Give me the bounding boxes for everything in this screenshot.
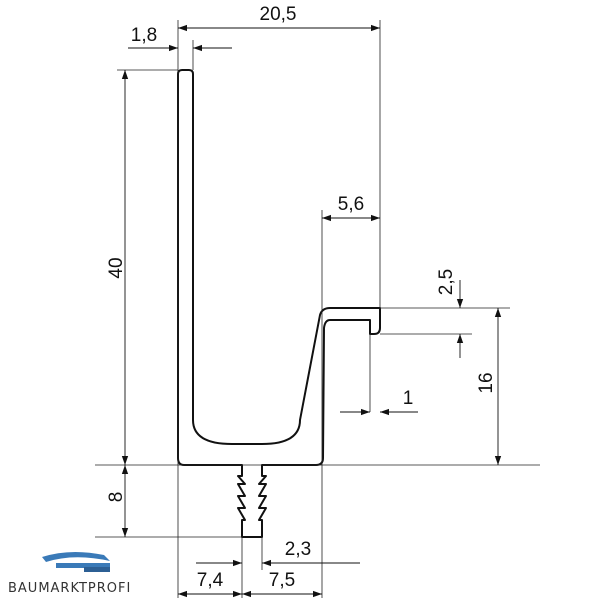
dimension-labels: 20,5 1,8 5,6 40 8 16 2,5 1 2,3 7,4 7,5 (106, 4, 497, 591)
dim-front-wall-label: 1 (403, 388, 414, 409)
dim-tongue-width-label: 2,3 (285, 539, 311, 560)
dim-tongue-offset-left-label: 7,4 (197, 570, 224, 591)
dim-lip-height-label: 2,5 (436, 269, 457, 295)
dimension-lines (121, 24, 502, 598)
brand-name: BAUMARKTPROFI (8, 581, 131, 596)
dim-tongue-offset-right-label: 7,5 (269, 570, 295, 591)
dim-front-height-label: 16 (476, 372, 497, 393)
dim-lip-width-label: 5,6 (338, 194, 364, 215)
logo-roof-icon (42, 551, 110, 562)
extension-lines (95, 20, 540, 598)
logo-bar-icon (56, 563, 110, 568)
dim-tongue-height-label: 8 (106, 492, 127, 503)
brand-logo: BAUMARKTPROFI (8, 551, 131, 596)
dim-back-thickness-label: 1,8 (131, 25, 157, 46)
dim-overall-width-label: 20,5 (260, 4, 297, 25)
profile-outline (177, 69, 381, 538)
dim-overall-height-label: 40 (106, 257, 127, 278)
